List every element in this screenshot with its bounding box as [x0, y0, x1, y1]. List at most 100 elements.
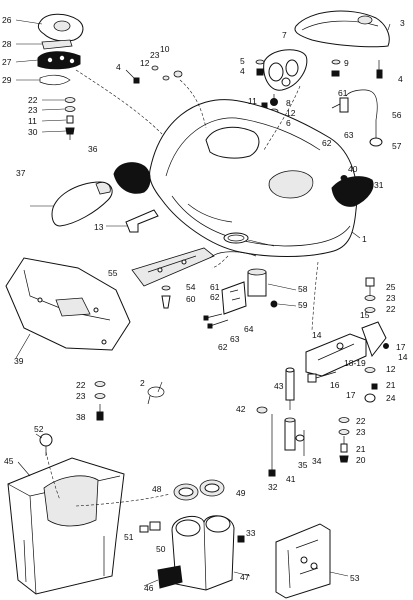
label-part-60-a: 61 [338, 88, 348, 98]
part-washer-cluster-top [151, 65, 183, 81]
label-part-62-a: 63 [344, 130, 354, 140]
label-part-57: 58 [298, 284, 308, 294]
label-part-27: 27 [2, 57, 12, 67]
label-part-61-a: 62 [322, 138, 332, 148]
label-part-31: 31 [374, 180, 384, 190]
label-part-1: 1 [362, 234, 367, 244]
part-electrical-box [209, 251, 278, 315]
label-part-47: 48 [152, 484, 162, 494]
part-steering-plate [37, 51, 81, 70]
label-part-10: 10 [160, 44, 170, 54]
part-ring-clip [147, 386, 165, 405]
part-gauge-screws [255, 59, 265, 76]
label-part-61-b: 62 [210, 292, 220, 302]
part-fastener-column-right [364, 277, 376, 403]
label-part-61-c: 62 [218, 342, 228, 352]
dashed-connectors [45, 69, 319, 507]
part-front-tip [331, 176, 374, 207]
label-part-23-b: 23 [150, 50, 160, 60]
part-knob-51 [39, 433, 53, 456]
label-part-11-b: 11 [248, 96, 257, 106]
part-fastener-stack-left [64, 97, 76, 140]
label-part-21-a: 21 [386, 380, 396, 390]
label-part-12-c: 12 [386, 364, 396, 374]
label-part-7: 7 [282, 30, 287, 40]
part-clip-plate [41, 39, 73, 50]
label-part-26: 26 [2, 15, 12, 25]
label-part-24: 25 [386, 282, 396, 292]
label-part-22-d: 22 [356, 416, 366, 426]
label-part-63: 64 [244, 324, 254, 334]
label-part-20: 20 [356, 455, 366, 465]
label-part-3: 3 [400, 18, 405, 28]
part-storage-bin [7, 457, 125, 595]
part-seat-cushion [51, 181, 113, 227]
label-part-54: 55 [108, 268, 118, 278]
label-part-36: 36 [88, 144, 98, 154]
label-part-40: 40 [348, 164, 358, 174]
label-part-38: 39 [14, 356, 24, 366]
label-part-22-c: 22 [76, 380, 86, 390]
label-part-11-a: 11 [28, 116, 37, 126]
label-part-39: 38 [76, 412, 86, 422]
label-part-18-19: 18-19 [344, 358, 366, 368]
label-part-32: 32 [268, 482, 278, 492]
label-part-21-b: 21 [356, 444, 366, 454]
part-dual-cap [173, 479, 225, 501]
part-washer-53-59 [161, 285, 171, 309]
label-part-37: 37 [16, 168, 26, 178]
label-part-59: 60 [186, 294, 196, 304]
label-part-13: 13 [94, 222, 104, 232]
part-dual-tank [171, 515, 235, 591]
label-part-5: 5 [240, 56, 245, 66]
label-part-44: 45 [4, 456, 14, 466]
label-part-14-b: 14 [398, 352, 408, 362]
part-throttle-cable [331, 89, 383, 147]
part-bolt-33 [237, 535, 245, 543]
part-screw-right [376, 60, 383, 79]
label-part-34: 34 [312, 456, 322, 466]
label-part-9: 9 [344, 58, 349, 68]
part-cowl-cover [294, 10, 390, 48]
label-part-58: 59 [298, 300, 308, 310]
label-part-2: 2 [140, 378, 145, 388]
label-part-41: 41 [286, 474, 296, 484]
part-bracket-plate [131, 247, 215, 287]
label-part-17-a: 17 [396, 342, 406, 352]
label-part-56: 57 [392, 141, 402, 151]
part-hull-liner [5, 257, 131, 351]
part-screw-left [125, 69, 140, 84]
label-part-46: 47 [240, 572, 250, 582]
label-part-28: 28 [2, 39, 12, 49]
part-clip-49-50 [139, 521, 161, 533]
label-part-33: 33 [246, 528, 256, 538]
part-fastener-stack-lower [94, 381, 106, 421]
label-part-53: 54 [186, 282, 196, 292]
label-part-22-b: 22 [386, 304, 396, 314]
label-part-35: 35 [298, 460, 308, 470]
label-part-49: 50 [156, 544, 166, 554]
label-part-23-e: 23 [356, 427, 366, 437]
part-labels: 26 28 27 29 22 23 11 30 10 23 12 4 7 5 4… [2, 15, 408, 593]
part-cylinder-42 [285, 367, 295, 410]
part-main-deck [149, 99, 358, 257]
label-part-62-b: 63 [230, 334, 240, 344]
label-part-4-b: 4 [240, 66, 245, 76]
label-part-12-a: 12 [140, 58, 150, 68]
label-part-4-c: 4 [398, 74, 403, 84]
part-steering-cover [37, 13, 84, 42]
part-tool-kit [275, 523, 331, 599]
label-part-48: 49 [236, 488, 246, 498]
label-part-43: 42 [236, 404, 246, 414]
label-part-45: 46 [144, 583, 154, 593]
part-cable-link [39, 74, 71, 86]
part-hinge-bracket [305, 321, 389, 377]
label-part-29: 29 [2, 75, 12, 85]
part-shaft-assembly [268, 414, 305, 477]
label-part-17-b: 17 [346, 390, 356, 400]
part-pin-21 [371, 383, 378, 390]
label-part-6: 6 [286, 118, 291, 128]
label-part-12-b: 12 [286, 108, 296, 118]
